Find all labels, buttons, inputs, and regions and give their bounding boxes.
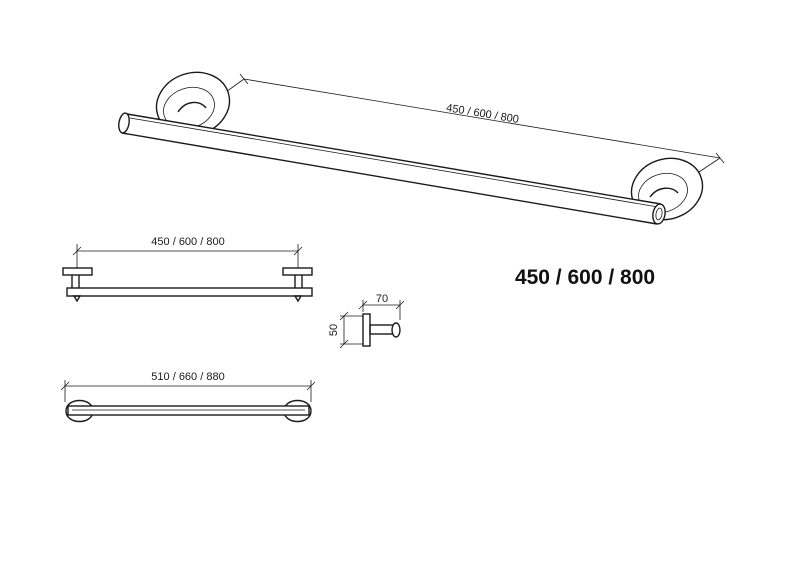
sizes-heading: 450 / 600 / 800 [515, 266, 655, 289]
front-view-dimension-label: 450 / 600 / 800 [151, 236, 224, 248]
perspective-dimension-label: 450 / 600 / 800 [445, 102, 519, 126]
perspective-bar [118, 112, 666, 225]
top-view-dimension-label: 510 / 660 / 880 [151, 371, 224, 383]
side-view-height-label: 50 [328, 324, 340, 336]
perspective-view: 450 / 600 / 800 [118, 71, 725, 225]
side-view: 70 50 [328, 293, 405, 349]
top-view: 510 / 660 / 880 [60, 371, 316, 423]
side-view-depth-label: 70 [376, 293, 388, 305]
front-view: 450 / 600 / 800 [62, 236, 313, 303]
